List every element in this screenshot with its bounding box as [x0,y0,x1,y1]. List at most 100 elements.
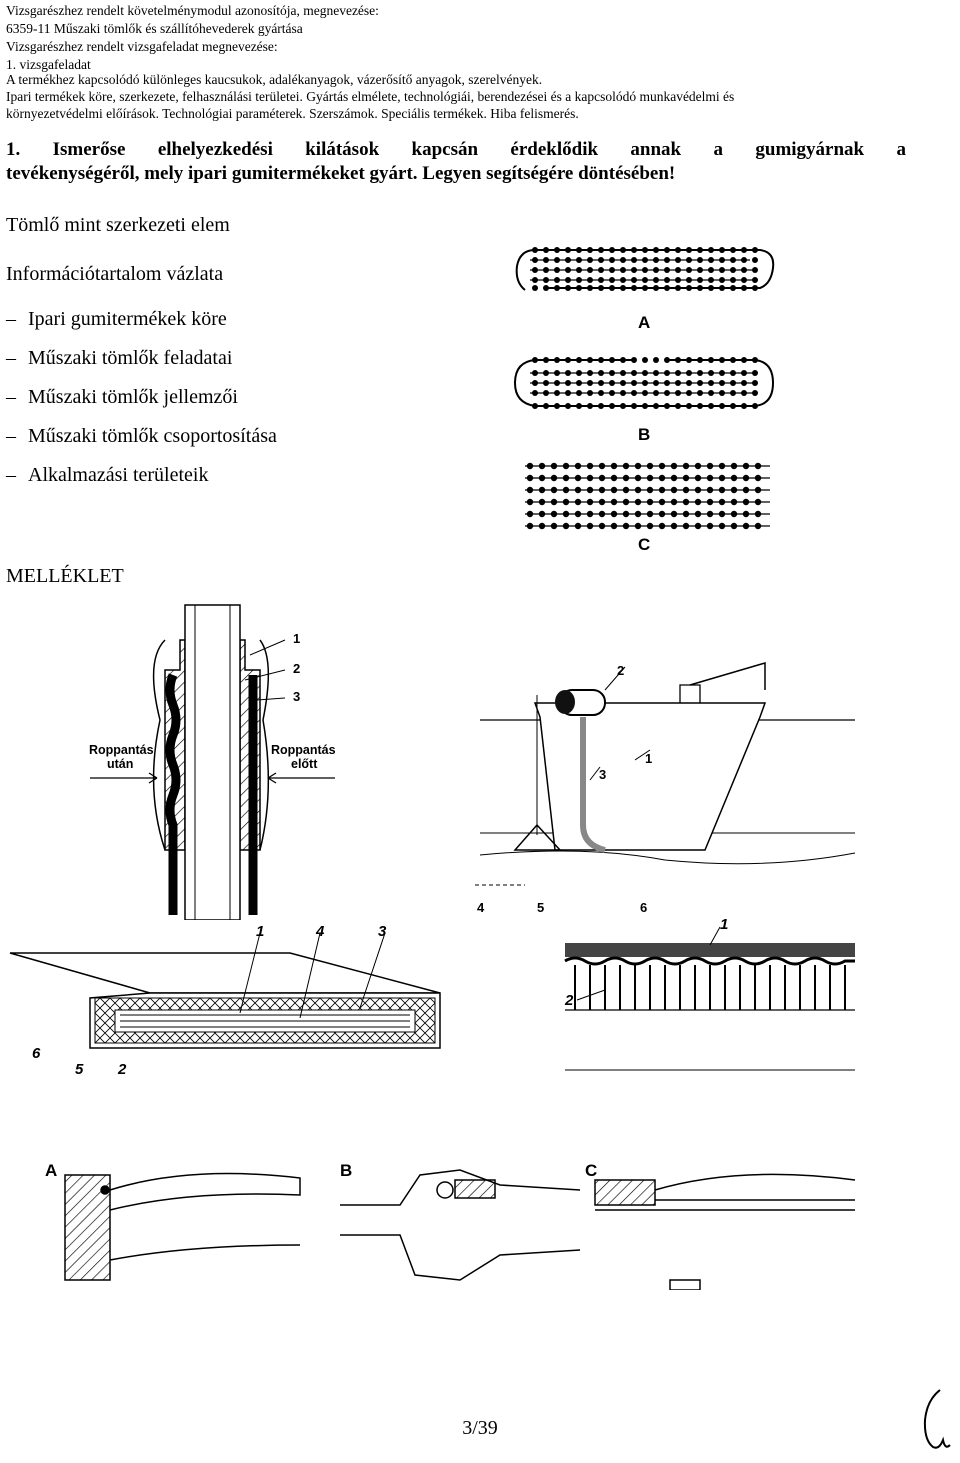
weave-dot [620,247,626,253]
weave-dot [562,462,570,470]
weave-dot [653,403,659,409]
weave-dot [609,370,615,376]
weave-dot [538,498,546,506]
weave-dot [653,257,659,263]
weave-dot [730,285,736,291]
weave-dot [697,257,703,263]
weave-dot [565,390,571,396]
weave-dot [730,247,736,253]
weave-dot [532,285,538,291]
weave-dot [620,390,626,396]
weave-dot [532,380,538,386]
weave-dot [543,357,549,363]
weave-dot [634,462,642,470]
weave-dot [574,486,582,494]
weave-dot [653,277,659,283]
weave-dot [526,474,534,482]
weave-dot [587,380,593,386]
weave-dot [576,257,582,263]
weave-dot [675,257,681,263]
weave-dot [598,510,606,518]
weave-dot [634,522,642,530]
handwritten-signature [923,1389,951,1449]
weave-dot [719,267,725,273]
weave-dot [646,474,654,482]
weave-dot [708,267,714,273]
weave-dot [532,390,538,396]
weave-dot [550,474,558,482]
weave-dot [532,403,538,409]
weave-dot [752,403,758,409]
weave-dot [598,267,604,273]
weave-dot [686,277,692,283]
weave-dot [752,380,758,386]
weave-dot [576,403,582,409]
weave-dot [562,510,570,518]
weave-dot [670,486,678,494]
weave-dot [610,522,618,530]
weave-dot [730,462,738,470]
weave-dot [670,474,678,482]
weave-dot [586,474,594,482]
weave-dot [742,510,750,518]
belt-callout-2: 2 [117,1061,127,1078]
weave-dot [686,285,692,291]
header-line-task-title: Vizsgarészhez rendelt vizsgafeladat megn… [6,39,278,54]
weave-dot [646,498,654,506]
weave-dot [754,498,762,506]
weave-dot [741,390,747,396]
belt-section-figure: 1 4 3 6 5 2 [9,923,441,1078]
weave-dot [741,247,747,253]
weave-dot [598,486,606,494]
weave-dot [586,510,594,518]
weave-dot [598,257,604,263]
weave-dot [719,357,725,363]
weave-dot [642,403,648,409]
weave-dot [686,403,692,409]
weave-dot [622,474,630,482]
weave-dot [719,285,725,291]
weave-dot [708,357,714,363]
weave-dot [576,247,582,253]
weave-dot [752,257,758,263]
weave-dot [574,462,582,470]
outline-item-text: Műszaki tömlők csoportosítása [28,425,277,447]
weave-dot [642,370,648,376]
weave-dot [587,247,593,253]
weave-dot [730,380,736,386]
fittings-figure: A B C [45,1161,856,1290]
weave-dot [538,474,546,482]
weave-dot [565,380,571,386]
weave-dot [598,403,604,409]
weave-dot [532,357,538,363]
weave-dot [609,277,615,283]
weave-dot [587,403,593,409]
weave-dot [686,370,692,376]
fitting-label-a: A [45,1161,57,1180]
weave-dot [642,257,648,263]
weave-dot [706,510,714,518]
weave-dot [653,380,659,386]
weave-dot [675,390,681,396]
weave-dot [706,522,714,530]
weave-dot [554,267,560,273]
hose-section-figure: 1 2 [564,916,855,1071]
weave-dot [631,370,637,376]
weave-dot [664,403,670,409]
weave-dot [730,510,738,518]
weave-dot [658,486,666,494]
fitting-c [594,1173,856,1290]
weave-dot [675,277,681,283]
weave-dot [598,462,606,470]
weave-dot [697,403,703,409]
weave-dot [543,370,549,376]
weave-label-b: B [638,425,650,444]
weave-dot [554,380,560,386]
weave-dot [664,285,670,291]
weave-dot [554,357,560,363]
weave-dot [646,510,654,518]
ship-hull [533,702,767,851]
weave-dot [554,390,560,396]
weave-dot [718,498,726,506]
weave-dot [587,390,593,396]
